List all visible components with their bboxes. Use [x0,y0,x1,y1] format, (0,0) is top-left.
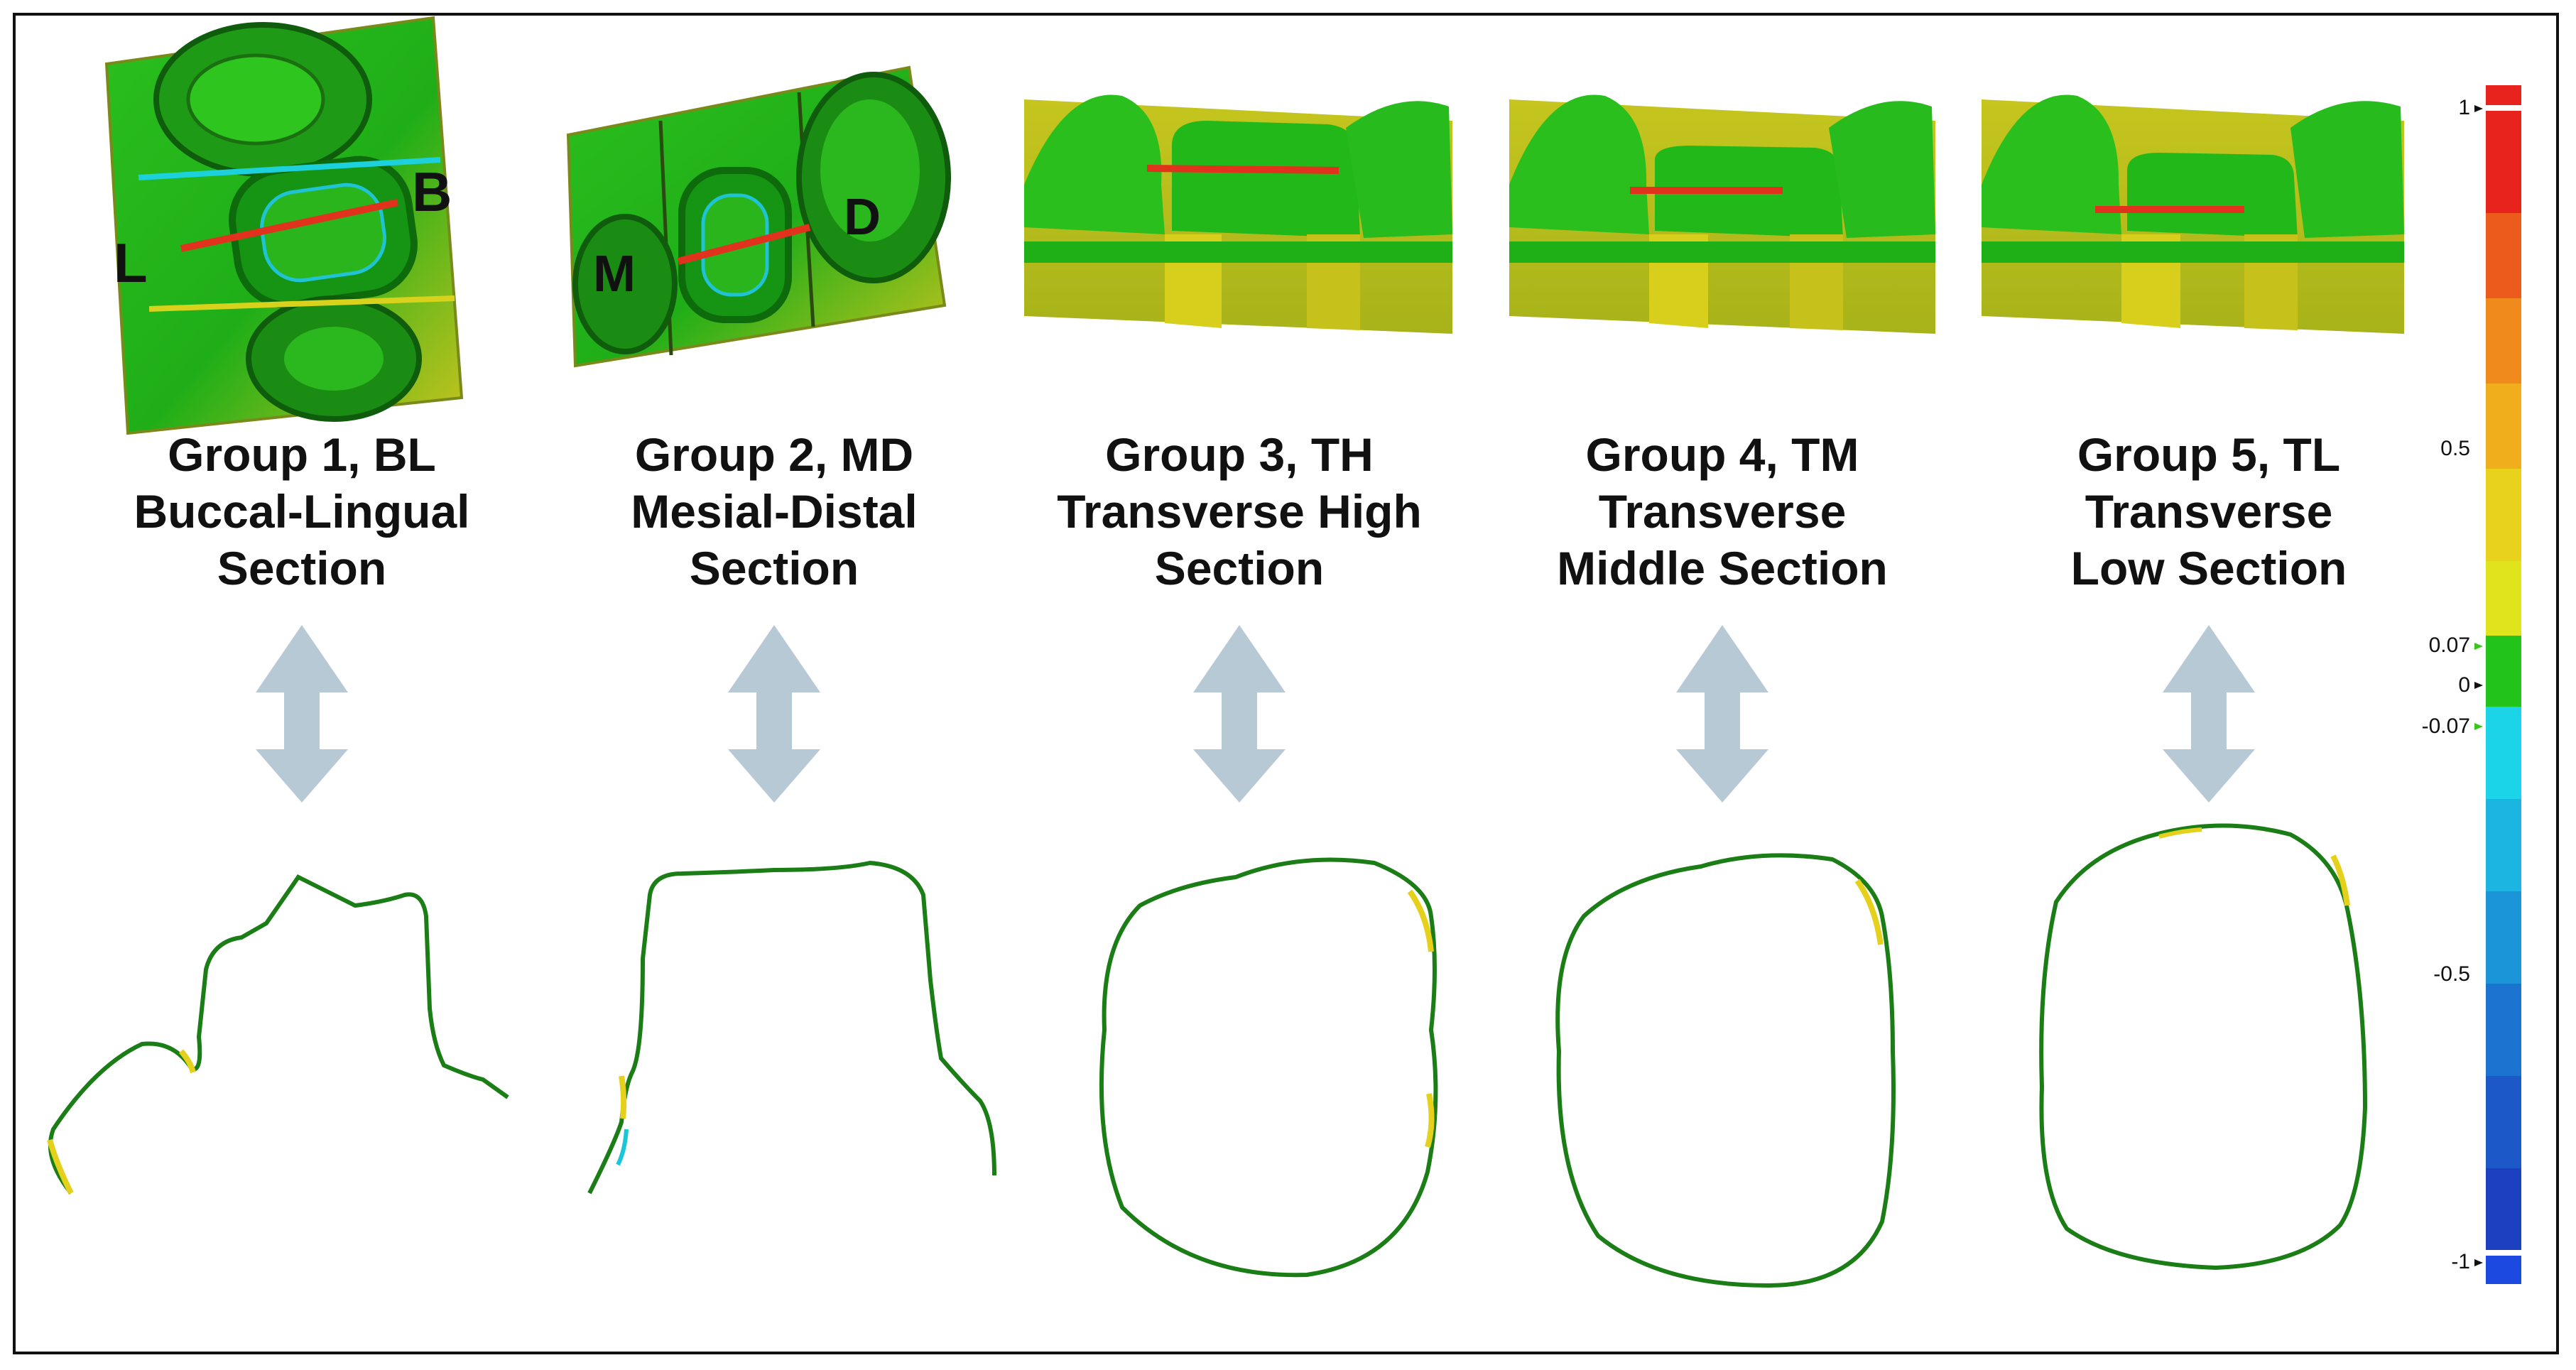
section-profile-md [587,860,996,1195]
group-title-line: Group 2, MD [634,428,914,481]
scale-tick-label: -0.5 [2433,962,2470,986]
scale-tick-label: 0 [2458,673,2470,697]
label-buccal: B [412,161,452,223]
section-profile-tl [2039,823,2368,1271]
section-line-bl [180,199,399,252]
thumbnail-group-4 [1509,94,1935,334]
scale-tick-label: -1 [2451,1250,2470,1273]
thumbnail-group-1 [104,16,464,435]
label-distal: D [844,189,881,246]
group-title-line: Mesial-Distal [631,485,918,538]
group-title-line: Buccal-Lingual [134,485,470,538]
group-title-line: Middle Section [1557,542,1888,594]
group-title-4: Group 4, TM Transverse Middle Section [1488,426,1957,597]
group-title-line: Section [217,542,387,594]
group-title-3: Group 3, TH Transverse High Section [1005,426,1474,597]
section-line-th [1146,165,1339,174]
group-title-line: Group 1, BL [168,428,436,481]
section-profile-th [1099,857,1438,1278]
scale-tick-label: -0.07 [2421,714,2470,738]
color-scale-bar [2474,85,2521,1284]
group-title-line: Group 3, TH [1105,428,1374,481]
group-title-1: Group 1, BL Buccal-Lingual Section [67,426,536,597]
label-lingual: L [114,232,148,294]
group-title-line: Group 5, TL [2077,428,2341,481]
scale-tick-label: 0.5 [2440,437,2470,460]
scale-tick-label: 0.07 [2428,634,2470,657]
group-title-line: Transverse High [1057,485,1422,538]
group-title-line: Section [689,542,859,594]
label-mesial: M [593,246,636,303]
thumbnail-group-2 [566,65,951,368]
scale-tick-label: 1 [2458,96,2470,119]
section-profile-tm [1555,853,1896,1288]
thumbnail-group-5 [1982,94,2404,334]
group-title-line: Low Section [2070,542,2347,594]
section-profile-bl [47,874,509,1195]
group-title-line: Transverse [1598,485,1847,538]
group-title-line: Section [1154,542,1325,594]
section-line-md [677,224,811,265]
group-title-5: Group 5, TL Transverse Low Section [1974,426,2443,597]
group-title-2: Group 2, MD Mesial-Distal Section [540,426,1009,597]
group-title-line: Transverse [2085,485,2333,538]
thumbnail-group-3 [1024,94,1452,334]
group-title-line: Group 4, TM [1585,428,1859,481]
double-arrow-icon [256,625,2255,803]
